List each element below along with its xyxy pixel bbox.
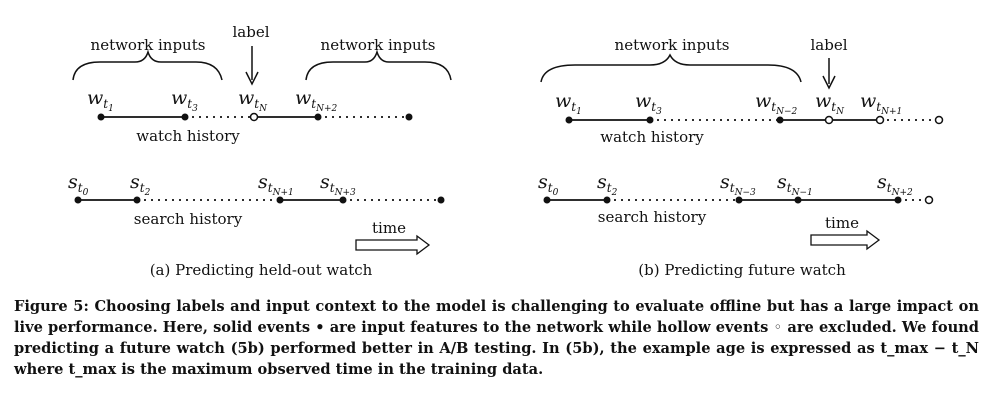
watch-label-b-1: wt1 (555, 90, 582, 117)
label-arrowhead-a (245, 71, 259, 86)
search-node-b-4 (794, 196, 802, 204)
search-label-b-2: st2 (597, 171, 618, 198)
search-label-b-3: stN−3 (720, 171, 756, 198)
watch-label-a-1: wt1 (87, 87, 114, 114)
watch-node-b-5 (875, 115, 885, 125)
panel-a-caption: (a) Predicting held-out watch (150, 261, 373, 279)
watch-node-a-1 (97, 113, 105, 121)
watch-label-a-4: wtN+2 (295, 87, 338, 114)
figure-caption: Figure 5: Choosing labels and input cont… (14, 296, 979, 380)
search-label-a-4: stN+3 (320, 171, 356, 198)
watch-node-b-2 (646, 116, 654, 124)
figure-caption-text: Figure 5: Choosing labels and input cont… (14, 298, 979, 378)
search-label-a-1: st0 (68, 171, 89, 198)
watch-node-a-2 (181, 113, 189, 121)
watch-node-b-3 (776, 116, 784, 124)
search-label-a-2: st2 (130, 171, 151, 198)
watch-label-b-5: wtN+1 (860, 90, 902, 117)
time-label-b: time (825, 214, 859, 232)
search-node-b-6 (924, 195, 934, 205)
time-arrow-b (810, 229, 881, 251)
search-label-b-4: stN−1 (777, 171, 813, 198)
brace-label-b: network inputs (615, 36, 730, 54)
panel-b-caption: (b) Predicting future watch (638, 261, 846, 279)
watch-history-b (565, 115, 944, 125)
watch-node-a-3 (249, 112, 259, 122)
watch-history-a (97, 112, 413, 122)
brace-network-inputs-a-right (305, 49, 452, 81)
watch-node-a-4 (314, 113, 322, 121)
label-text-b: label (810, 36, 847, 54)
watch-label-a-2: wt3 (171, 87, 198, 114)
search-history-label-a: search history (134, 210, 243, 228)
brace-network-inputs-b (540, 53, 802, 83)
label-text-a: label (232, 23, 269, 41)
watch-label-b-4: wtN (815, 90, 845, 117)
brace-label-a-left: network inputs (91, 36, 206, 54)
search-node-b-2 (603, 196, 611, 204)
time-label-a: time (372, 219, 406, 237)
panel-a: network inputs network inputs label wt1 … (68, 23, 452, 279)
watch-label-b-2: wt3 (635, 90, 662, 117)
search-label-a-3: stN+1 (258, 171, 294, 198)
search-node-a-3 (276, 196, 284, 204)
search-label-b-1: st0 (538, 171, 559, 198)
search-label-b-5: stN+2 (877, 171, 913, 198)
watch-node-a-5 (405, 113, 413, 121)
search-node-a-5 (437, 196, 445, 204)
watch-label-a-3: wtN (238, 87, 268, 114)
watch-history-label-a: watch history (136, 127, 240, 145)
search-history-b (543, 195, 934, 205)
brace-network-inputs-a-left (72, 49, 223, 81)
search-node-a-4 (339, 196, 347, 204)
time-arrow-a (355, 234, 431, 256)
search-node-b-1 (543, 196, 551, 204)
search-history-a (74, 196, 445, 204)
watch-node-b-1 (565, 116, 573, 124)
brace-label-a-right: network inputs (321, 36, 436, 54)
search-node-a-1 (74, 196, 82, 204)
panel-b: network inputs label wt1 wt3 wtN−2 wtN w… (538, 36, 944, 279)
search-node-b-3 (735, 196, 743, 204)
search-history-label-b: search history (598, 208, 707, 226)
search-node-a-2 (133, 196, 141, 204)
watch-node-b-6 (934, 115, 944, 125)
search-node-b-5 (894, 196, 902, 204)
watch-history-label-b: watch history (600, 128, 704, 146)
watch-node-b-4 (824, 115, 834, 125)
label-arrowhead-b (822, 75, 836, 90)
watch-label-b-3: wtN−2 (755, 90, 798, 117)
